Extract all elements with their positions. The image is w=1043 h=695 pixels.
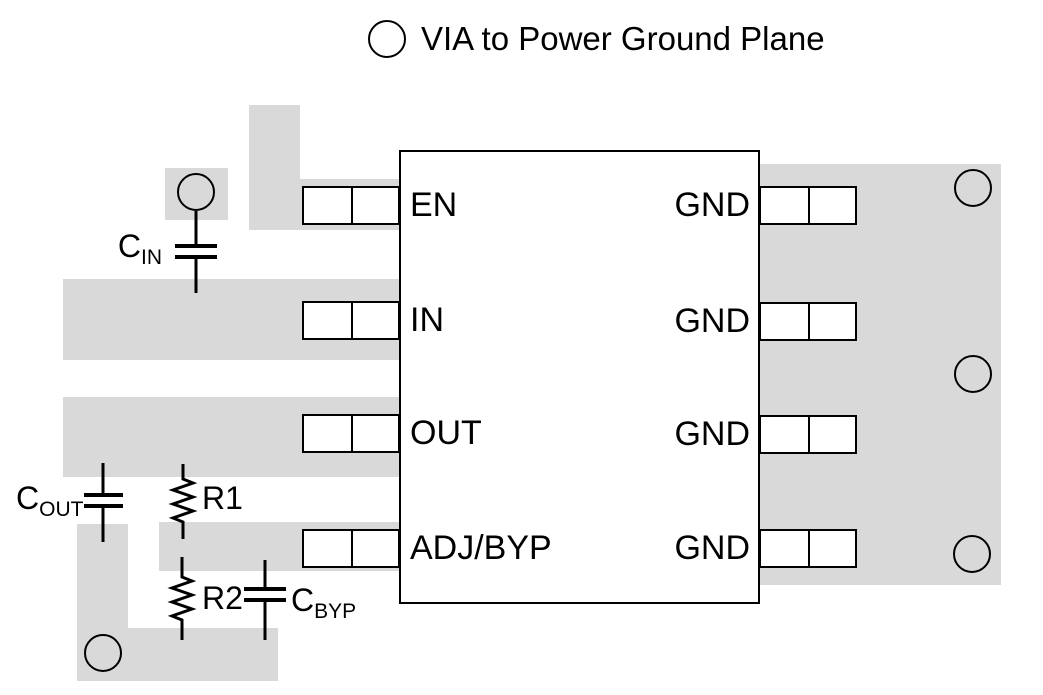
- pin-label-adj-byp: ADJ/BYP: [410, 529, 552, 567]
- r1-label: R1: [202, 480, 243, 516]
- cbyp-label: CBYP: [291, 582, 356, 622]
- cin-label: CIN: [117, 228, 162, 268]
- legend-label: VIA to Power Ground Plane: [421, 20, 825, 57]
- pad-in: [302, 301, 400, 340]
- cin-via-icon: [177, 173, 215, 211]
- pad-gnd-1: [759, 186, 857, 225]
- regulator-ic-body: [399, 150, 760, 604]
- pad-divider: [351, 531, 353, 566]
- pad-gnd-3: [759, 415, 857, 454]
- pad-gnd-2: [759, 302, 857, 341]
- cin-label-sub: IN: [141, 246, 162, 269]
- pad-adj-byp: [302, 529, 400, 568]
- r2-label: R2: [202, 580, 243, 616]
- cin-label-base: C: [117, 228, 141, 264]
- ground-plane-via-icon: [954, 355, 992, 393]
- bottom-ground-via-icon: [84, 634, 122, 672]
- cout-label-sub: OUT: [39, 498, 84, 521]
- pad-gnd-4: [759, 529, 857, 568]
- pad-divider: [351, 416, 353, 451]
- ground-plane-via-icon: [954, 169, 992, 207]
- pad-divider: [351, 188, 353, 223]
- pin-label-in: IN: [410, 301, 444, 339]
- cbyp-label-sub: BYP: [314, 600, 357, 623]
- pad-en: [302, 186, 400, 225]
- cout-label: COUT: [16, 480, 83, 520]
- pad-divider: [351, 303, 353, 338]
- cout-label-base: C: [16, 480, 40, 516]
- legend-via-icon: [368, 20, 406, 58]
- pin-label-gnd-2: GND: [674, 302, 750, 340]
- pad-out: [302, 414, 400, 453]
- pin-label-out: OUT: [410, 414, 482, 452]
- pin-label-gnd-4: GND: [674, 529, 750, 567]
- ground-plane-via-icon: [953, 535, 991, 573]
- pad-divider: [808, 531, 810, 566]
- pad-divider: [808, 188, 810, 223]
- pad-divider: [808, 417, 810, 452]
- pin-label-en: EN: [410, 186, 458, 224]
- pad-divider: [808, 304, 810, 339]
- pin-label-gnd-1: GND: [674, 186, 750, 224]
- cbyp-label-base: C: [291, 582, 315, 618]
- en-trace-vertical: [249, 105, 300, 230]
- pin-label-gnd-3: GND: [674, 415, 750, 453]
